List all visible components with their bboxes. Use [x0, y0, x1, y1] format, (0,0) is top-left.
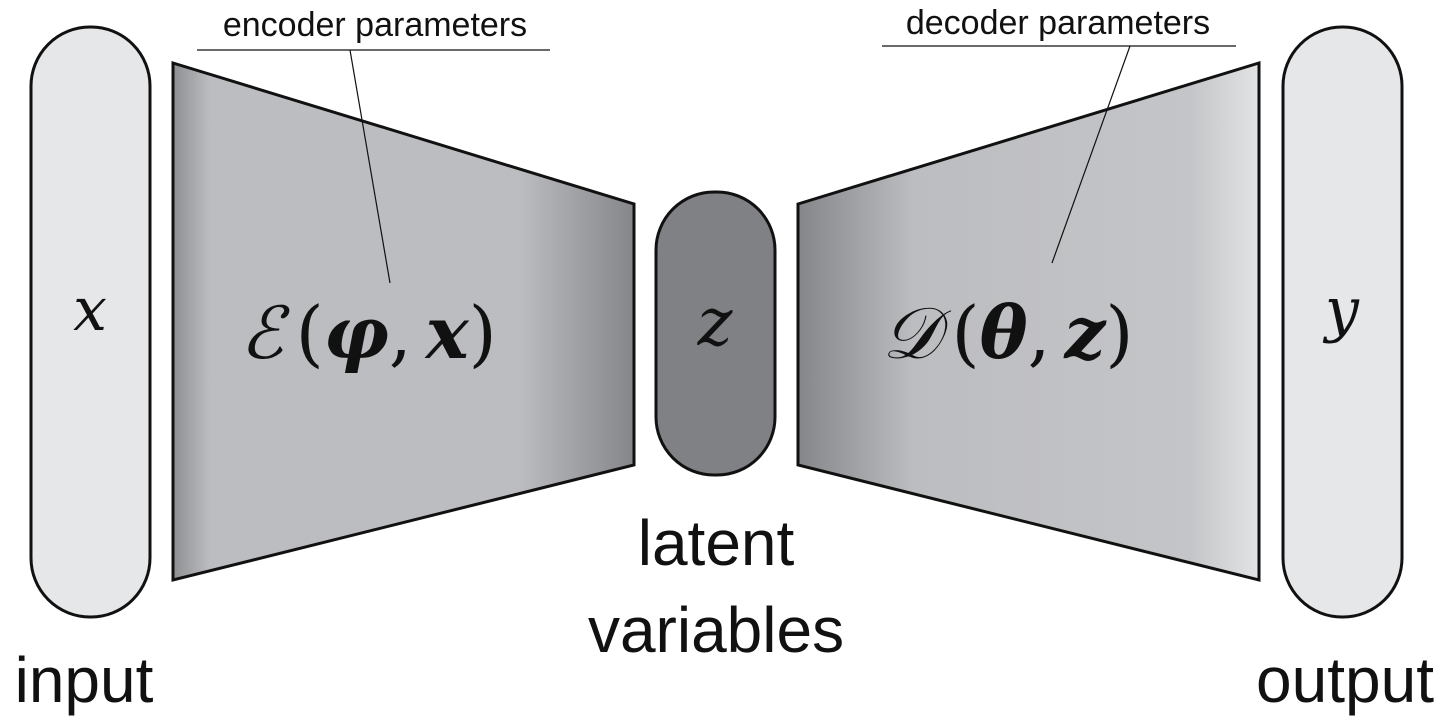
encoder-annotation-leader [349, 49, 391, 284]
decoder-arg: z [1062, 290, 1107, 375]
encoder-arg: x [424, 290, 470, 375]
output-block-shape [1281, 25, 1404, 619]
input-symbol: x [73, 275, 107, 345]
input-caption: input [15, 644, 154, 716]
encoder-annotation: encoder parameters [197, 6, 550, 284]
decoder-comma: , [1028, 291, 1051, 375]
encoder-expression: ℰ(φ,x) [240, 290, 497, 375]
encoder-param: φ [324, 290, 389, 375]
latent-symbol: z [697, 284, 734, 361]
encoder-close-paren: ) [469, 291, 497, 375]
latent-caption-line1: latent [638, 507, 795, 579]
encoder-open-paren: ( [296, 291, 324, 375]
decoder-annotation-leader [1051, 45, 1131, 264]
decoder-param: θ [980, 290, 1028, 375]
latent-block: z [654, 190, 777, 477]
decoder-annotation: decoder parameters [882, 4, 1236, 264]
encoder-block: ℰ(φ,x) [171, 60, 636, 582]
output-caption: output [1256, 644, 1434, 716]
input-block: x [29, 25, 152, 619]
encoder-annotation-label: encoder parameters [223, 6, 527, 44]
decoder-expression: 𝒟(θ,z) [882, 290, 1133, 375]
decoder-annotation-label: decoder parameters [906, 4, 1210, 42]
decoder-block: 𝒟(θ,z) [796, 60, 1261, 582]
latent-block-shape [654, 190, 777, 477]
encoder-symbol: ℰ [240, 291, 290, 375]
encoder-trapezoid [171, 60, 636, 582]
decoder-close-paren: ) [1105, 291, 1133, 375]
encoder-comma: , [389, 291, 412, 375]
output-block: y [1281, 25, 1404, 619]
input-block-shape [29, 25, 152, 619]
decoder-open-paren: ( [951, 291, 979, 375]
decoder-trapezoid [796, 60, 1261, 582]
output-symbol: y [1322, 275, 1360, 345]
latent-caption-line2: variables [588, 594, 844, 666]
